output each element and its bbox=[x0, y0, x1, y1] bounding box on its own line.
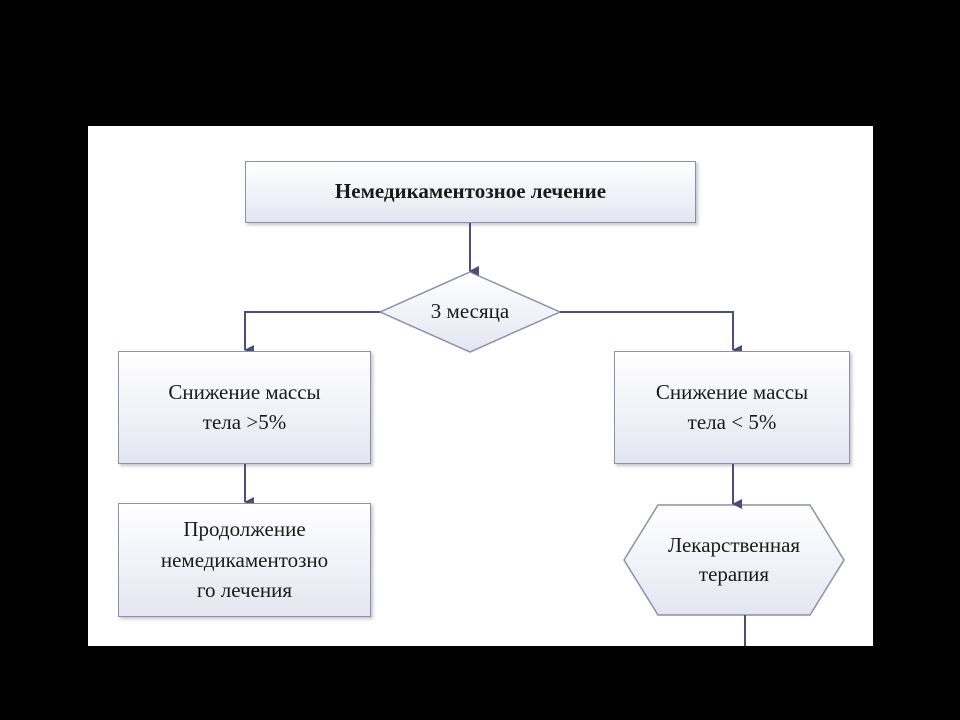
continuation-line2: немедикаментозно bbox=[160, 547, 329, 572]
weight-loss-over-5-node: Снижение массы тела >5% bbox=[118, 351, 371, 464]
start-node-label: Немедикаментозное лечение bbox=[334, 179, 607, 204]
decision-diamond bbox=[378, 271, 562, 353]
decision-node: 3 месяца bbox=[380, 272, 560, 352]
weight-loss-under-5-node: Снижение массы тела < 5% bbox=[614, 351, 850, 464]
continuation-line3: го лечения bbox=[196, 578, 293, 603]
drug-therapy-hexagon bbox=[623, 504, 845, 616]
drug-therapy-line1: Лекарственная bbox=[667, 532, 801, 557]
connector-decision-to-left bbox=[244, 311, 380, 355]
start-node: Немедикаментозное лечение bbox=[245, 161, 696, 223]
weight-loss-under-5-line2: тела < 5% bbox=[687, 409, 777, 434]
weight-loss-over-5-line2: тела >5% bbox=[202, 409, 287, 434]
weight-loss-under-5-line1: Снижение массы bbox=[655, 380, 809, 405]
weight-loss-over-5-line1: Снижение массы bbox=[168, 380, 321, 405]
connector-decision-to-right bbox=[560, 311, 742, 355]
decision-node-label: 3 месяца bbox=[430, 299, 510, 324]
drug-therapy-line2: терапия bbox=[698, 562, 770, 586]
continuation-line1: Продолжение bbox=[183, 517, 306, 542]
drug-therapy-node: Лекарственная терапия bbox=[624, 505, 844, 615]
continuation-node: Продолжение немедикаментозно го лечения bbox=[118, 503, 371, 617]
